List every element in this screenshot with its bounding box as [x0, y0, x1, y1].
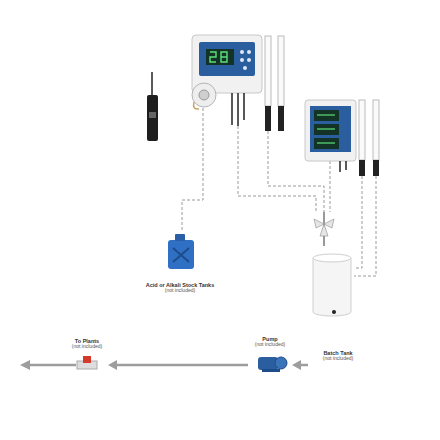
flow-line — [117, 364, 248, 367]
arrow-head — [108, 360, 117, 370]
equipment-note: (not included) — [323, 356, 353, 362]
equipment-label-box: Acid or Alkali Stock Tanks(not included) — [140, 232, 220, 294]
equipment-label-box: Pump(not included) — [248, 336, 292, 374]
flow-line — [301, 364, 308, 367]
arrow-head — [292, 360, 301, 370]
equipment-label-box: To Plants(not included) — [66, 338, 108, 374]
equipment-note: (not included) — [255, 342, 285, 348]
equipment-note: (not included) — [165, 288, 195, 294]
flow-arrow — [292, 360, 308, 370]
equipment-note: (not included) — [72, 344, 102, 350]
equipment-label-box: Batch Tank(not included) — [308, 250, 368, 362]
flow-arrow — [108, 360, 248, 370]
